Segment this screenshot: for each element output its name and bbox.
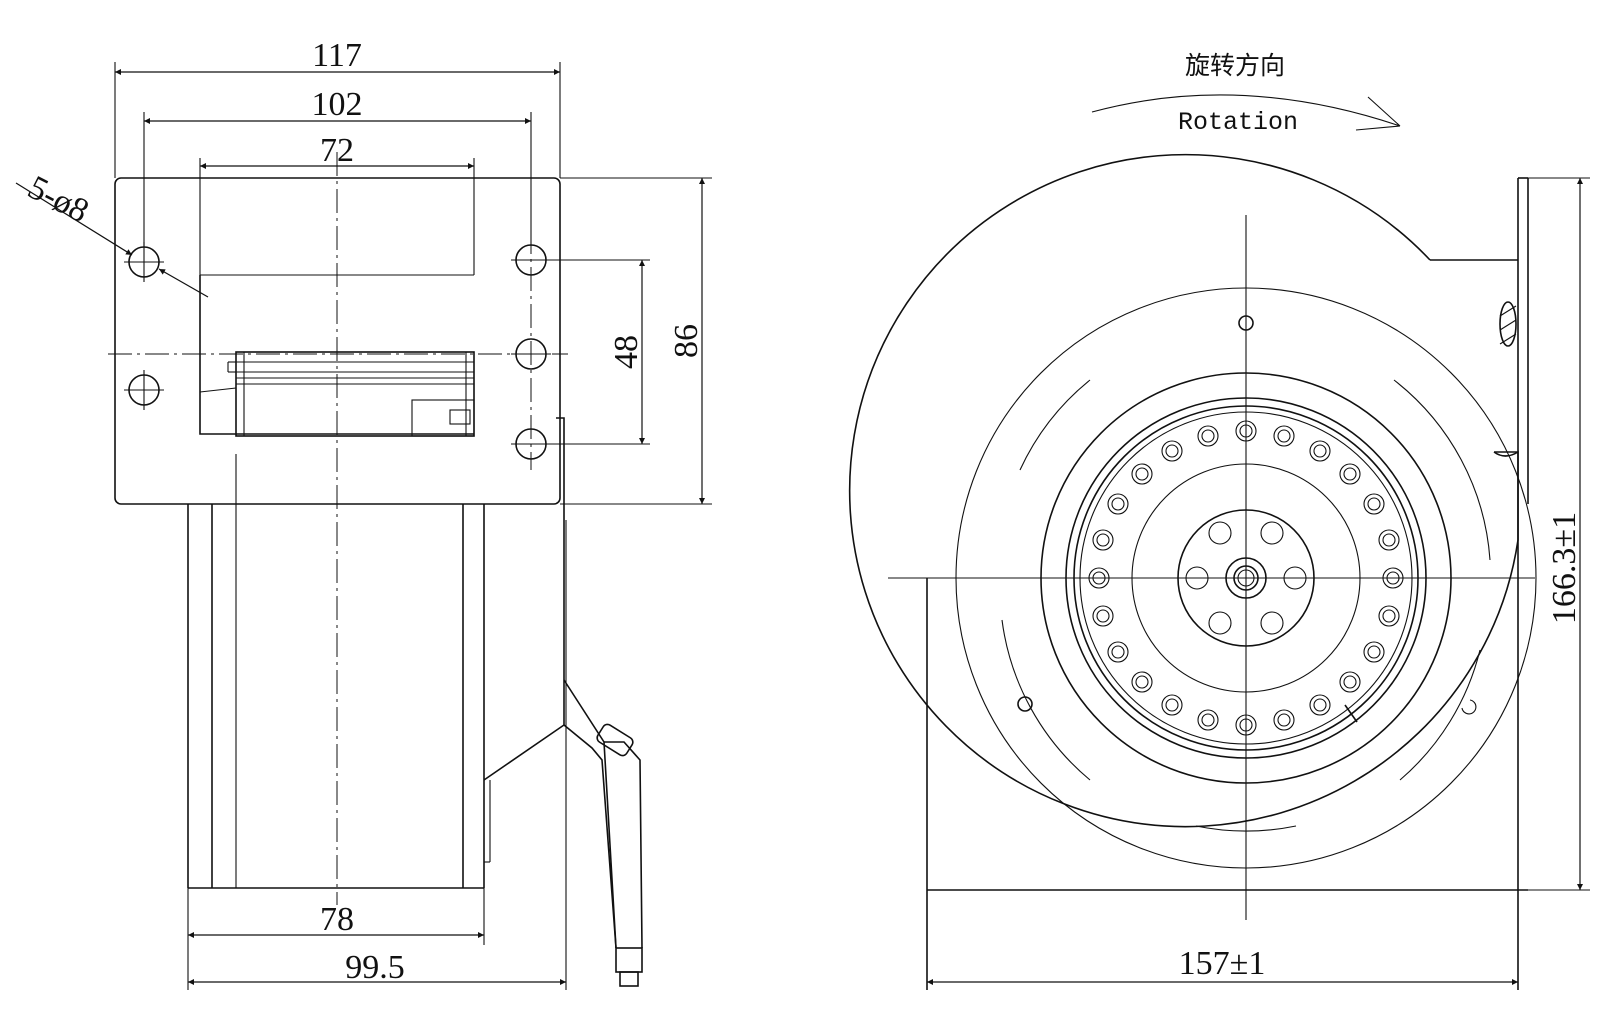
rotation-arrow (1091, 94, 1401, 131)
mounting-bracket (1430, 177, 1529, 504)
dim-72-label: 72 (320, 132, 354, 169)
volute-housing (848, 153, 1519, 828)
dim-117-label: 117 (312, 37, 362, 74)
connector-block (199, 351, 475, 437)
mount-hole-1 (124, 242, 164, 282)
dim-48-label: 48 (608, 335, 645, 369)
housing-screw-left (1017, 696, 1033, 712)
fan-body-side (187, 417, 565, 889)
side-view: 117 102 72 5-ø8 48 86 78 99.5 (15, 37, 712, 990)
dim-width-label: 157±1 (1179, 945, 1266, 982)
dim-102-label: 102 (312, 86, 363, 123)
dim-78-label: 78 (320, 901, 354, 938)
dim-86-label: 86 (668, 324, 705, 358)
cable (563, 679, 643, 987)
mount-hole-2 (124, 370, 164, 410)
rotation-label-en: Rotation (1178, 108, 1298, 137)
dim-99-5-label: 99.5 (345, 949, 405, 986)
dim-holes-label: 5-ø8 (22, 169, 94, 230)
dim-height-label: 166.3±1 (1546, 512, 1583, 624)
rotation-label-cn: 旋转方向 (1185, 51, 1285, 80)
front-view: 旋转方向 Rotation (848, 51, 1590, 990)
outlet-opening (199, 275, 474, 435)
